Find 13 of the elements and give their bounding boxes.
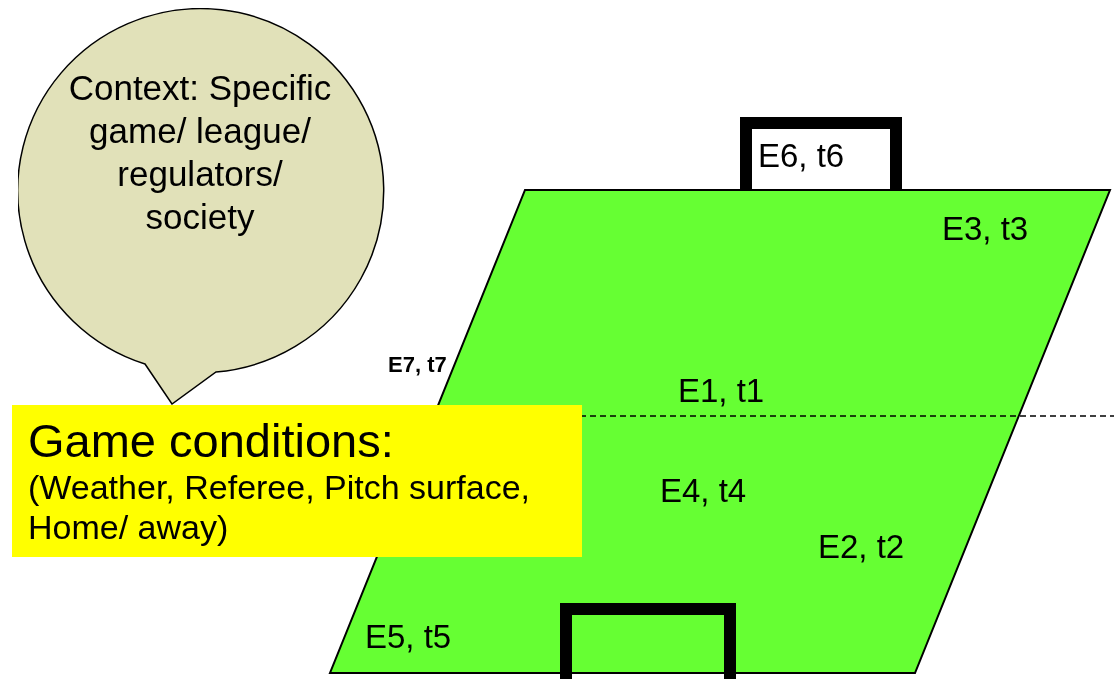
goal-box xyxy=(560,603,736,679)
box-text: (Weather, Referee, Pitch surface, Home/ away) xyxy=(28,467,532,547)
context-text: Context: Specific game/ league/ regulators/ society xyxy=(67,67,333,238)
position-label: E6, t6 xyxy=(758,137,845,175)
goal-box xyxy=(740,117,902,191)
position-label: E4, t4 xyxy=(660,472,747,510)
position-label: E7, t7 xyxy=(388,352,447,378)
conditions-box xyxy=(12,405,582,557)
box-heading: Game conditions: xyxy=(28,415,395,467)
position-label: E5, t5 xyxy=(365,618,452,656)
position-label: E3, t3 xyxy=(942,210,1029,248)
position-label: E1, t1 xyxy=(678,372,765,410)
position-label: E2, t2 xyxy=(818,528,905,566)
